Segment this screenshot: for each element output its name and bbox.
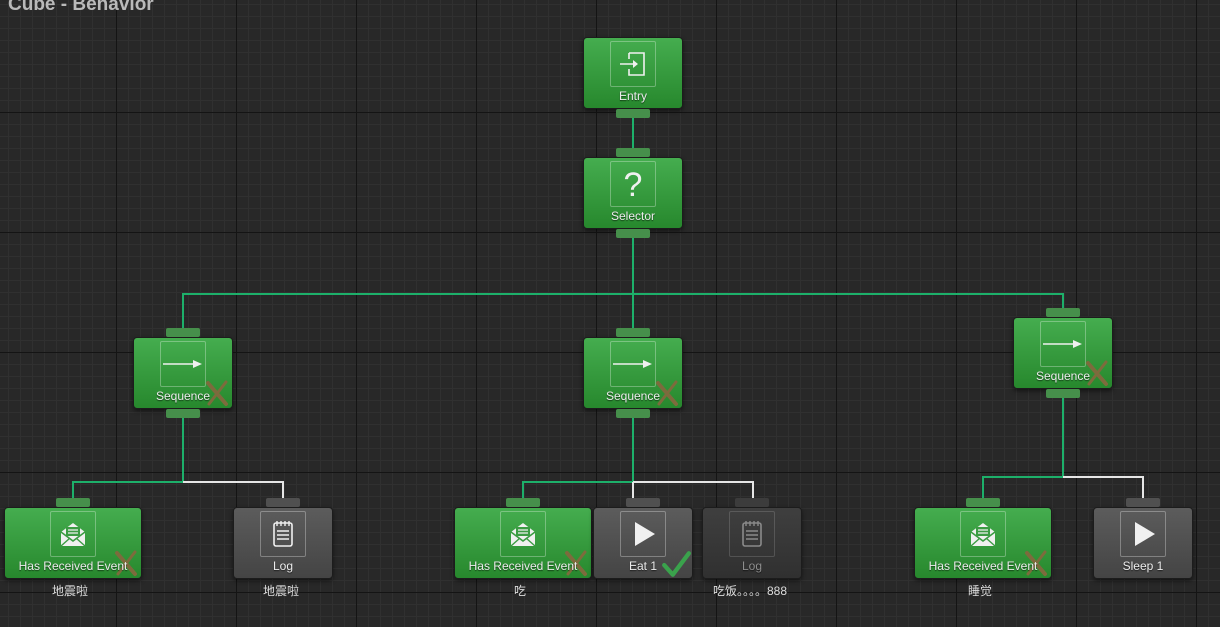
node-label: Entry	[618, 89, 647, 103]
edge-sequence-1-event-1	[72, 418, 184, 498]
node-comment: 吃饭。。。。888	[712, 584, 788, 598]
input-port[interactable]	[735, 498, 769, 507]
failure-x-icon	[656, 380, 678, 406]
svg-text:?: ?	[624, 166, 643, 202]
envelope-icon	[50, 511, 96, 557]
edge-sequence-1-log-1	[183, 481, 284, 498]
sequence-node[interactable]: Sequence	[133, 328, 233, 418]
node-label: Log	[272, 559, 294, 573]
sequence-arrow-icon	[160, 341, 206, 387]
graph-title: Cube - Behavior	[8, 0, 154, 15]
input-port[interactable]	[616, 148, 650, 157]
node-comment: 睡觉	[967, 584, 992, 598]
edge-sequence-2-event-2	[522, 418, 634, 498]
selector-node[interactable]: ? Selector	[583, 148, 683, 238]
sleep-action-node[interactable]: Sleep 1	[1093, 498, 1193, 579]
node-comment: 地震啦	[262, 584, 299, 598]
node-label: Has Received Event	[18, 559, 128, 573]
failure-x-icon	[565, 550, 587, 576]
output-port[interactable]	[616, 409, 650, 418]
output-port[interactable]	[166, 409, 200, 418]
input-port[interactable]	[626, 498, 660, 507]
node-label: Sequence	[155, 389, 211, 403]
input-port[interactable]	[506, 498, 540, 507]
output-port[interactable]	[616, 109, 650, 118]
node-comment: 吃	[513, 584, 526, 598]
node-label: Sequence	[605, 389, 661, 403]
envelope-icon	[500, 511, 546, 557]
input-port[interactable]	[56, 498, 90, 507]
edge-selector-sequence-3	[633, 293, 1064, 308]
play-icon	[1120, 511, 1166, 557]
log-node[interactable]: Log	[702, 498, 802, 579]
input-port[interactable]	[1126, 498, 1160, 507]
node-label: Selector	[610, 209, 656, 223]
edge-sequence-3-sleep-1	[1063, 476, 1144, 498]
notepad-icon	[260, 511, 306, 557]
edge-selector-sequence-1	[182, 238, 634, 328]
has-received-event-node[interactable]: Has Received Event	[454, 498, 592, 579]
sequence-node[interactable]: Sequence	[583, 328, 683, 418]
failure-x-icon	[1086, 360, 1108, 386]
node-label: Sequence	[1035, 369, 1091, 383]
node-label: Log	[741, 559, 763, 573]
failure-x-icon	[115, 550, 137, 576]
input-port[interactable]	[166, 328, 200, 337]
log-node[interactable]: Log	[233, 498, 333, 579]
edge-sequence-3-event-3	[982, 398, 1064, 498]
node-label: Eat 1	[628, 559, 658, 573]
sequence-arrow-icon	[1040, 321, 1086, 367]
output-port[interactable]	[616, 229, 650, 238]
has-received-event-node[interactable]: Has Received Event	[914, 498, 1052, 579]
play-icon	[620, 511, 666, 557]
output-port[interactable]	[1046, 389, 1080, 398]
entry-node[interactable]: Entry	[583, 37, 683, 118]
failure-x-icon	[1025, 550, 1047, 576]
eat-action-node[interactable]: Eat 1	[593, 498, 693, 579]
node-comment: 地震啦	[51, 584, 88, 598]
has-received-event-node[interactable]: Has Received Event	[4, 498, 142, 579]
success-check-icon	[662, 551, 691, 577]
failure-x-icon	[206, 380, 228, 406]
entry-icon	[610, 41, 656, 87]
input-port[interactable]	[966, 498, 1000, 507]
input-port[interactable]	[616, 328, 650, 337]
sequence-arrow-icon	[610, 341, 656, 387]
sequence-node[interactable]: Sequence	[1013, 308, 1113, 398]
node-label: Sleep 1	[1122, 559, 1164, 573]
edge-sequence-2-log-2	[633, 481, 754, 498]
input-port[interactable]	[1046, 308, 1080, 317]
question-icon: ?	[610, 161, 656, 207]
envelope-icon	[960, 511, 1006, 557]
notepad-icon	[729, 511, 775, 557]
node-label: Has Received Event	[468, 559, 578, 573]
node-label: Has Received Event	[928, 559, 1038, 573]
input-port[interactable]	[266, 498, 300, 507]
